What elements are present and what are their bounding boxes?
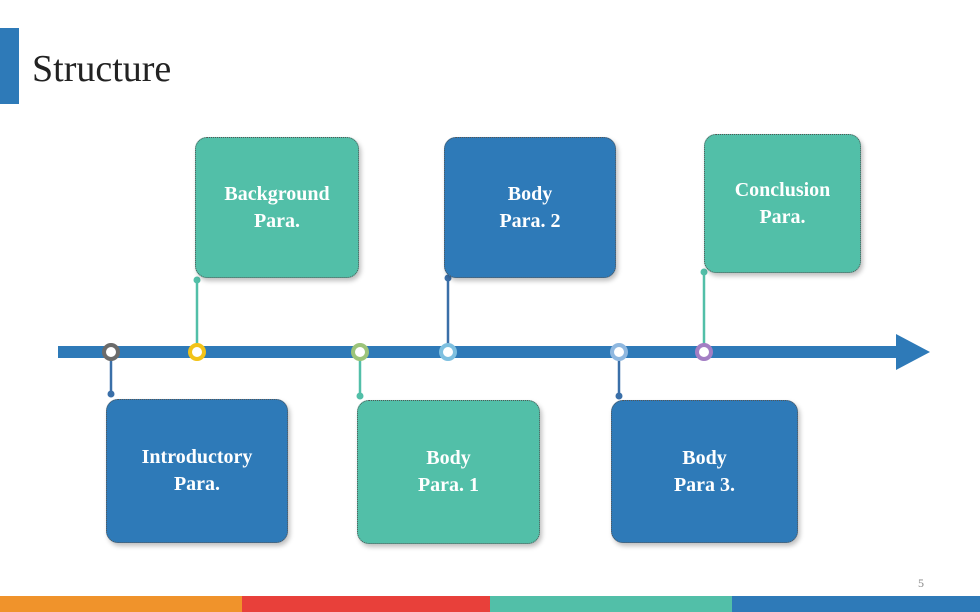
timeline-node-body3 [610,343,628,361]
timeline-arrow-head [896,334,930,370]
box-conclusion-label: Conclusion Para. [734,178,831,228]
box-body2-label: Body Para. 2 [499,182,561,232]
box-introductory-para: Introductory Para. [106,399,288,543]
footer-segment-teal [490,596,732,612]
timeline-node-conclusion [695,343,713,361]
timeline-node-body1 [351,343,369,361]
title-accent-bar [0,28,19,104]
box-body3-label: Body Para 3. [673,446,736,496]
box-body-para-2: Body Para. 2 [444,137,616,278]
page-number: 5 [918,576,924,590]
box-body-para-3: Body Para 3. [611,400,798,543]
box-introductory-label: Introductory Para. [141,446,253,495]
timeline-node-background [188,343,206,361]
slide-title: Structure [32,48,172,90]
footer-segment-orange [0,596,242,612]
timeline-node-body2 [439,343,457,361]
footer-segment-red [242,596,490,612]
timeline-node-introductory [102,343,120,361]
box-body-para-1: Body Para. 1 [357,400,540,544]
box-background-label: Background Para. [224,182,330,232]
box-background-para: Background Para. [195,137,359,278]
footer-color-strip [0,596,980,612]
timeline-arrow-shaft [58,346,903,358]
box-conclusion-para: Conclusion Para. [704,134,861,273]
footer-segment-blue [732,596,980,612]
box-body1-label: Body Para. 1 [417,447,480,496]
